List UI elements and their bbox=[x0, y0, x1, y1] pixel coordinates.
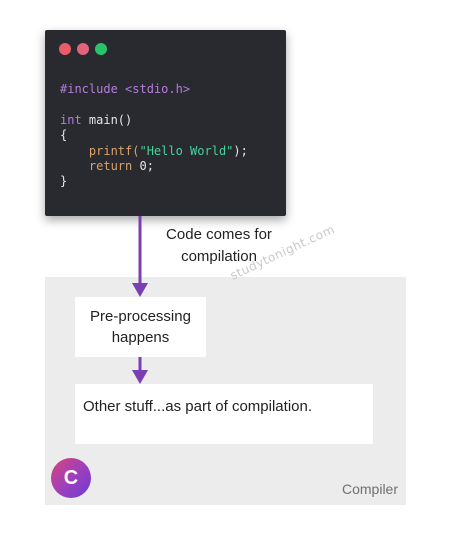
window-close-dot bbox=[59, 43, 71, 55]
code-editor-window: #include <stdio.h> int main(){ printf("He… bbox=[45, 30, 286, 216]
other-compilation-step-label: Other stuff...as part of compilation. bbox=[83, 398, 312, 415]
code-line-close-brace: } bbox=[60, 174, 68, 189]
code-block: #include <stdio.h> int main(){ printf("He… bbox=[60, 82, 248, 190]
window-minimize-dot bbox=[77, 43, 89, 55]
other-compilation-step-box: Other stuff...as part of compilation. bbox=[75, 384, 373, 444]
preprocessing-step-box: Pre-processing happens bbox=[75, 297, 206, 357]
code-line-printf: printf("Hello World"); bbox=[88, 143, 248, 158]
preprocessing-step-label: Pre-processing happens bbox=[90, 308, 191, 346]
code-line-open-brace: { bbox=[60, 128, 68, 143]
code-line-include: #include <stdio.h> bbox=[60, 82, 191, 96]
arrow-preprocessing-to-other-head bbox=[132, 370, 148, 384]
studytonight-logo-icon: C bbox=[51, 458, 91, 498]
window-maximize-dot bbox=[95, 43, 107, 55]
compiler-label: Compiler bbox=[341, 481, 398, 497]
code-line-return: return 0; bbox=[88, 159, 154, 174]
arrow-code-to-preprocessing-head bbox=[132, 283, 148, 297]
code-line-main: int main() bbox=[60, 112, 133, 127]
flow-caption: Code comes for compilation bbox=[166, 226, 272, 265]
